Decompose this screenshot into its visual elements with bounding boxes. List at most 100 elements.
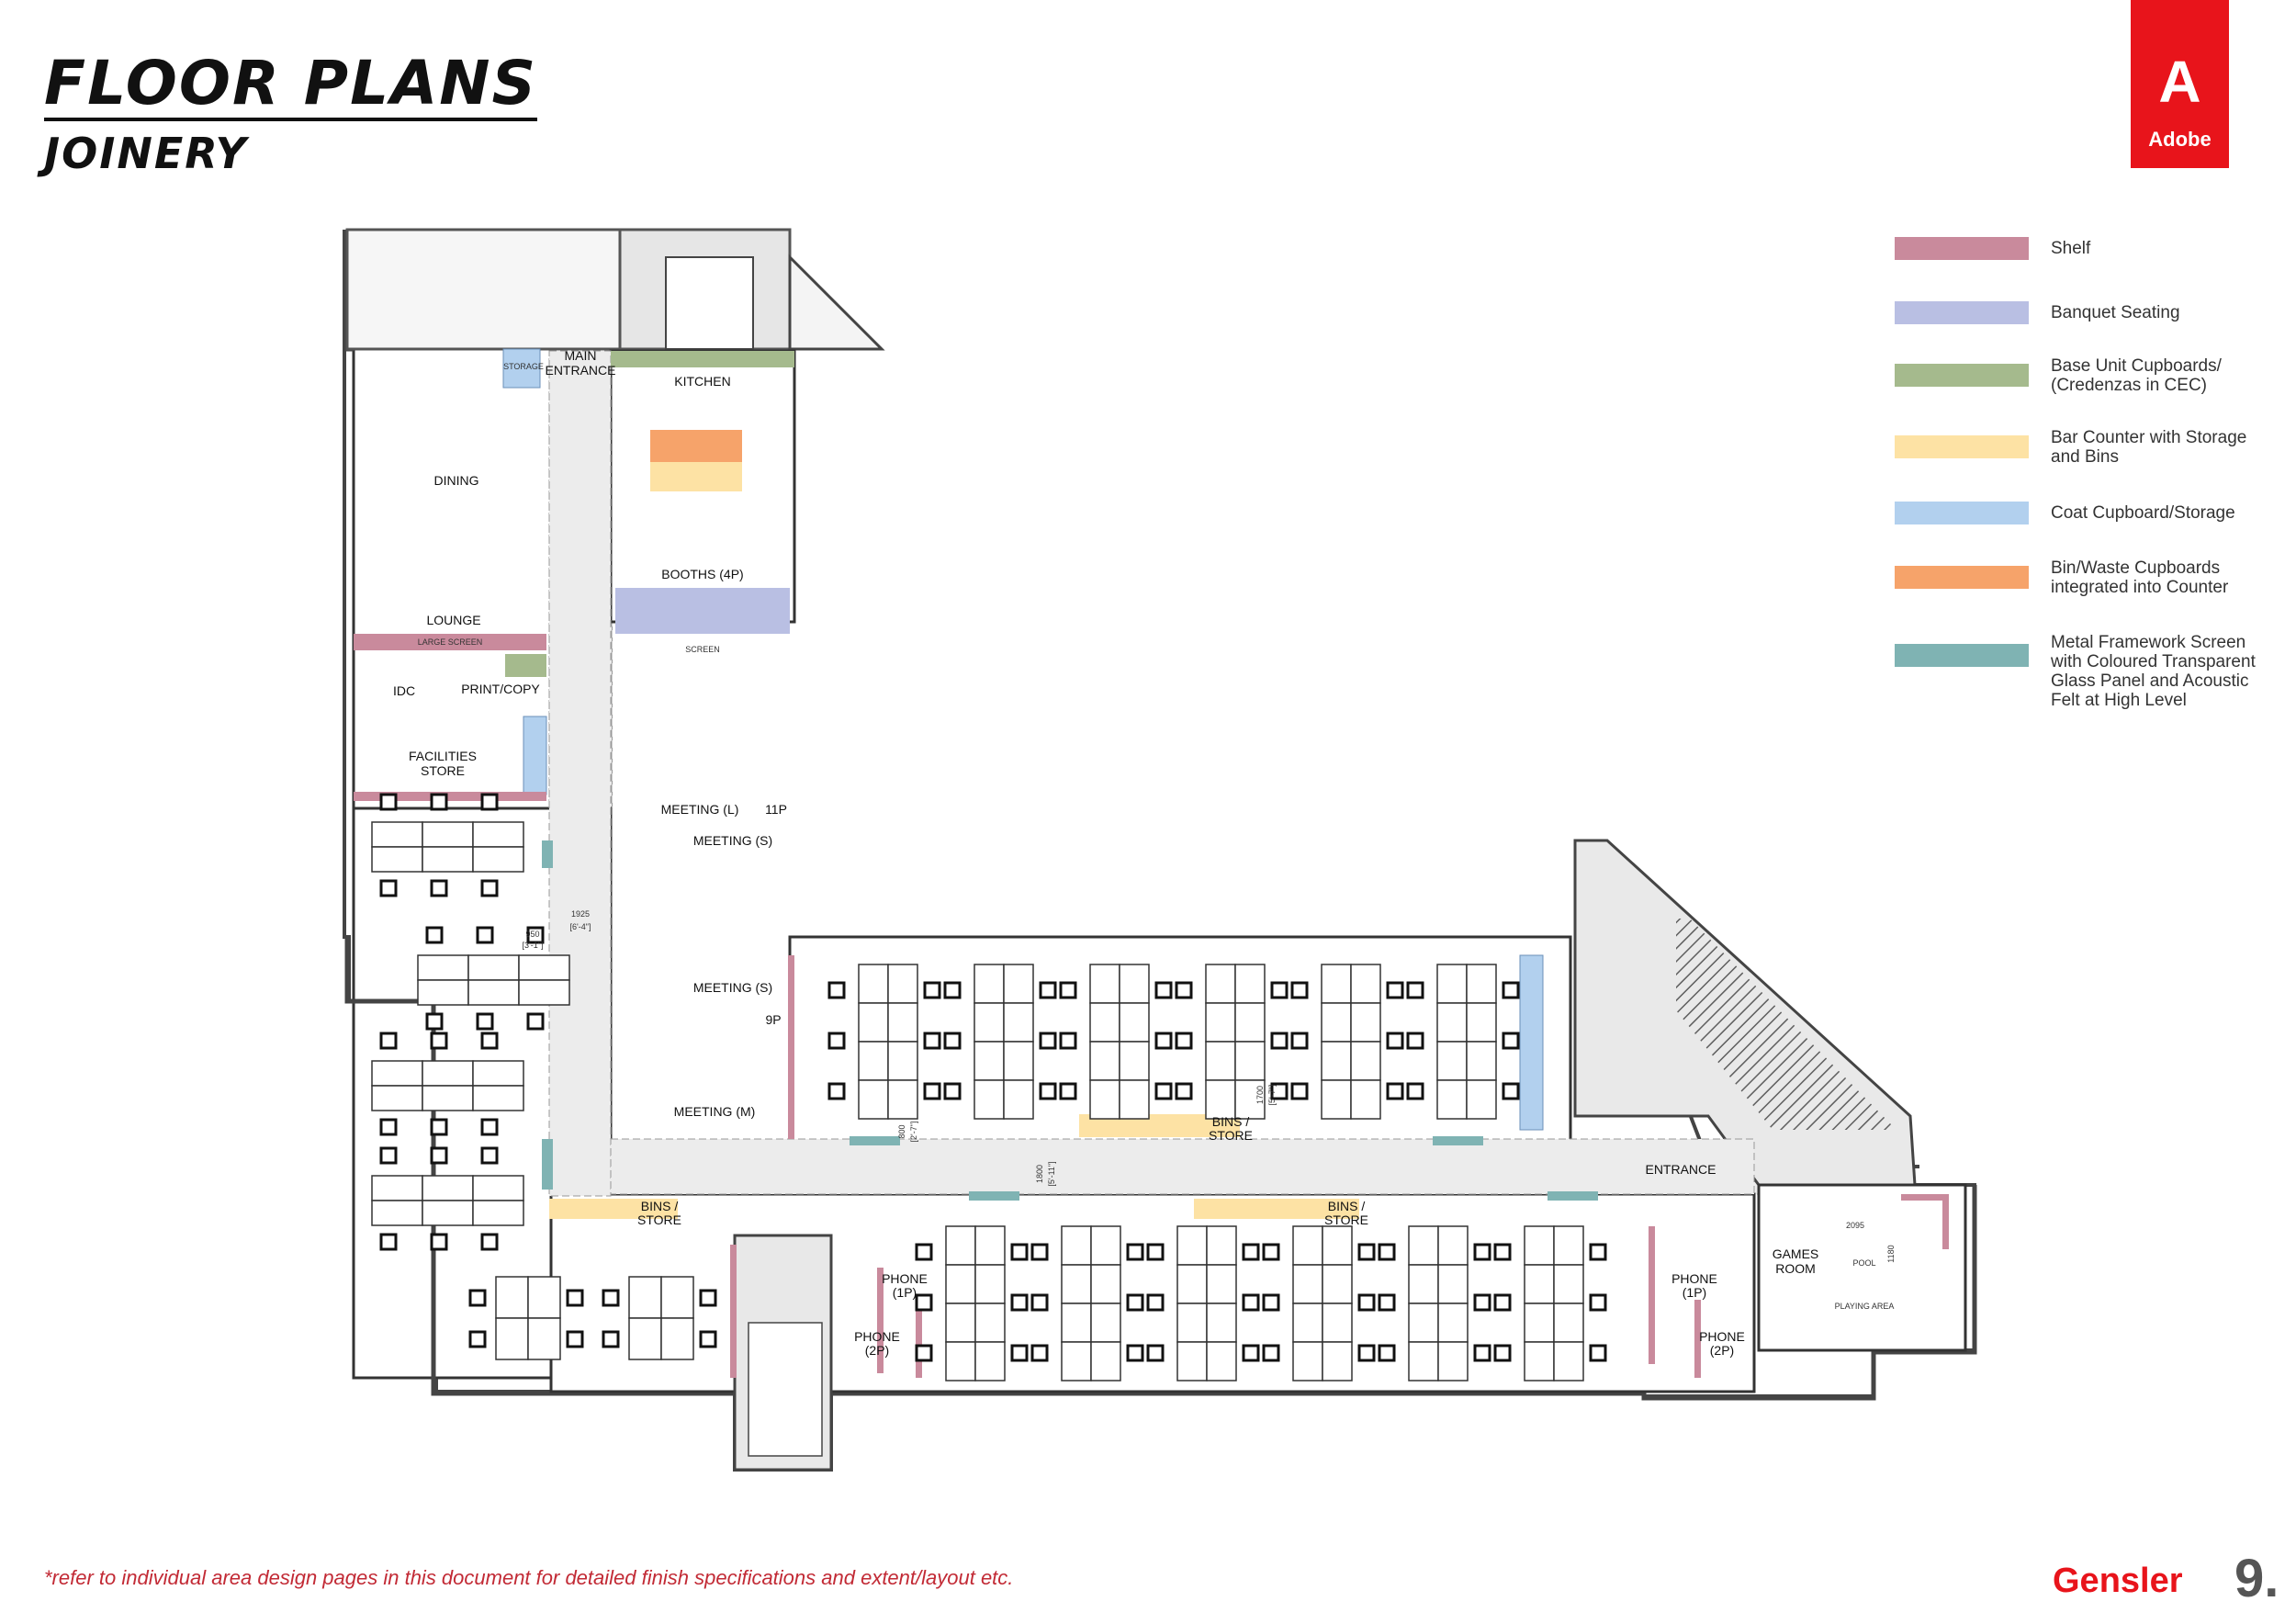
label-storage: STORAGE	[503, 362, 544, 371]
chair	[923, 1082, 941, 1100]
workstations	[371, 793, 1607, 1382]
chair	[1262, 1344, 1280, 1362]
desk-cluster	[371, 1175, 524, 1226]
label-facilities-2: STORE	[421, 763, 465, 778]
desk-cluster	[371, 821, 524, 873]
chair	[1059, 1082, 1077, 1100]
label-bins-3b: STORE	[1324, 1212, 1368, 1227]
chair	[476, 1012, 494, 1031]
label-kitchen: KITCHEN	[674, 374, 730, 389]
chair	[602, 1330, 620, 1348]
label-facilities-1: FACILITIES	[409, 749, 477, 763]
chair	[1386, 981, 1404, 999]
chair	[1059, 981, 1077, 999]
label-meeting-m: MEETING (M)	[674, 1104, 756, 1119]
dim-text: 2095	[1846, 1221, 1864, 1230]
chair	[468, 1289, 487, 1307]
desk-cluster	[945, 1225, 1006, 1382]
label-lounge: LOUNGE	[426, 613, 480, 627]
chair	[1406, 981, 1424, 999]
chair	[468, 1330, 487, 1348]
chair	[1357, 1293, 1376, 1312]
chair	[379, 1118, 398, 1136]
dim-text: 950	[525, 930, 539, 939]
chair	[430, 879, 448, 897]
chair	[1386, 1032, 1404, 1050]
label-phone-2p-b-1: PHONE	[1699, 1329, 1745, 1344]
legend-label: Banquet Seating	[2051, 303, 2180, 322]
label-phone-1p-b-2: (1P)	[1683, 1285, 1706, 1300]
chair	[1357, 1344, 1376, 1362]
label-phone-1p-a-2: (1P)	[893, 1285, 917, 1300]
adobe-logo-text: Adobe	[2148, 128, 2212, 151]
chair	[379, 879, 398, 897]
label-bins-3a: BINS /	[1328, 1199, 1366, 1213]
chair	[480, 1118, 499, 1136]
chair	[566, 1330, 584, 1348]
chair	[379, 1233, 398, 1251]
chair	[1175, 981, 1193, 999]
chair	[1270, 981, 1289, 999]
desk-cluster	[1524, 1225, 1584, 1382]
desk-cluster	[628, 1276, 694, 1360]
chair	[923, 1032, 941, 1050]
chair	[1589, 1344, 1607, 1362]
chair	[1493, 1243, 1512, 1261]
chair	[1030, 1243, 1049, 1261]
desk-cluster	[1408, 1225, 1469, 1382]
chair	[1146, 1293, 1165, 1312]
chair	[430, 1118, 448, 1136]
chair	[1242, 1293, 1260, 1312]
circulation	[548, 350, 1755, 1197]
label-bins-2b: STORE	[637, 1212, 681, 1227]
label-print-copy: PRINT/COPY	[461, 682, 540, 696]
chair	[425, 1012, 444, 1031]
chair	[1039, 981, 1057, 999]
chair	[1175, 1082, 1193, 1100]
chair	[1473, 1293, 1491, 1312]
chair	[526, 1012, 545, 1031]
chair	[1154, 981, 1173, 999]
chair	[379, 1032, 398, 1050]
label-idc: IDC	[393, 683, 415, 698]
chair	[476, 926, 494, 944]
page-number: 9.	[2234, 1549, 2279, 1608]
adobe-logo-mark: A	[2158, 49, 2201, 115]
label-main-entrance-2: ENTRANCE	[545, 363, 615, 378]
building-outline	[344, 228, 1977, 1472]
chair	[1270, 1032, 1289, 1050]
desk-cluster	[974, 964, 1034, 1120]
legend-label: Bar Counter with Storage and Bins	[2051, 428, 2247, 467]
dim-text: 1700	[1255, 1086, 1265, 1104]
dim-text: [3'-1"]	[523, 941, 544, 950]
chair	[827, 1082, 846, 1100]
chair	[1039, 1082, 1057, 1100]
chair	[1473, 1243, 1491, 1261]
legend-label: Shelf	[2051, 239, 2091, 258]
label-dining: DINING	[434, 473, 479, 488]
dim-text: [5'-7"]	[1267, 1085, 1277, 1106]
chair	[1589, 1293, 1607, 1312]
label-phone-2p-a-2: (2P)	[865, 1343, 889, 1358]
chair	[526, 926, 545, 944]
dim-text: 1180	[1886, 1245, 1896, 1262]
label-playing-area: PLAYING AREA	[1835, 1302, 1895, 1311]
dim-text: 1800	[1035, 1165, 1044, 1183]
label-main-entrance-1: MAIN	[565, 348, 597, 363]
chair	[1378, 1243, 1396, 1261]
label-screen: SCREEN	[685, 645, 720, 654]
chair	[430, 793, 448, 811]
chair	[1493, 1344, 1512, 1362]
label-meeting-s1: MEETING (S)	[693, 833, 772, 848]
chair	[480, 1146, 499, 1165]
dim-text: 1925	[571, 909, 590, 919]
legend-swatch	[1895, 502, 2029, 524]
chair	[827, 1032, 846, 1050]
chair	[1473, 1344, 1491, 1362]
chair	[1378, 1293, 1396, 1312]
desk-cluster	[371, 1060, 524, 1111]
legend-label: Bin/Waste Cupboards integrated into Coun…	[2051, 558, 2229, 597]
desk-cluster	[1436, 964, 1497, 1120]
chair	[1010, 1344, 1029, 1362]
